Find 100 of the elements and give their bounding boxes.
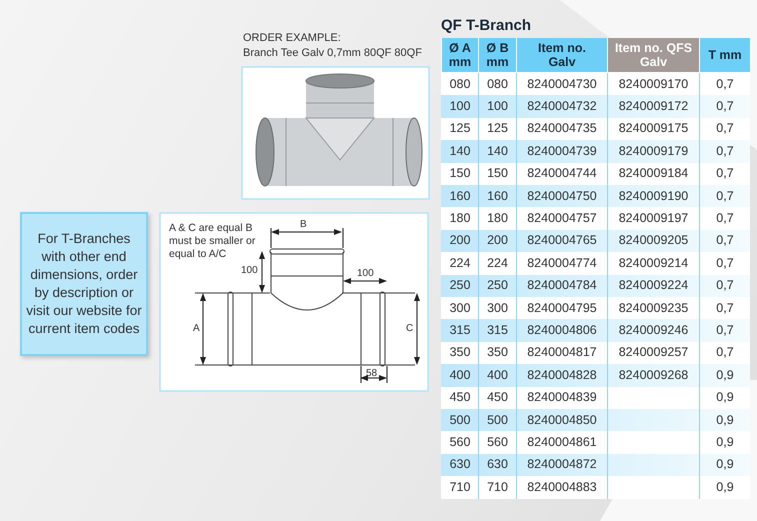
table-cell-text: 450 [486,389,509,406]
table-cell-text: 250 [486,277,509,294]
table-cell-text: 0,7 [715,98,735,116]
table-cell-text: 500 [486,412,509,429]
order-example-heading: ORDER EXAMPLE: [243,32,341,44]
table-cell-text: 0,7 [715,300,735,317]
table-cell-text: 125 [486,120,509,138]
table-cell-text: 315 [486,322,509,340]
table-cell-text: 450 [448,389,472,406]
table-cell-text: 150 [486,165,509,182]
table-cell-text: 160 [448,188,472,205]
table-cell-text: 630 [448,456,472,474]
table-cell-text: 0,7 [715,165,735,182]
dimension-label: C [406,323,414,334]
table-cell-text: 8240004828 [526,366,598,384]
table-cell-text: 8240009205 [618,232,690,250]
table-cell-text: 140 [448,142,472,160]
table-cell-text: 8240004817 [526,344,598,362]
table-cell-text: 350 [486,344,509,362]
table-cell-text: 150 [448,165,472,182]
order-example-text: Branch Tee Galv 0,7mm 80QF 80QF [243,47,422,59]
table-cell-text: 0,7 [715,344,735,362]
table-cell-text: 0,9 [715,412,735,429]
dimension-label: A [193,323,200,334]
table-cell-text: 180 [486,210,509,228]
table-cell-text: 0,7 [715,120,735,138]
table-cell-text: 710 [448,478,472,496]
table-cell-text: 8240004765 [526,232,598,250]
table-cell-text: 315 [448,322,472,340]
table-cell-text: 300 [448,300,472,317]
column-header: Ø B mm [479,38,516,72]
info-box: For T-Branches with other end dimensions, order by description or visit our website for current item codes [20,212,148,356]
table-cell-text: 0,9 [715,389,735,406]
table-cell-text: 8240004806 [526,322,598,340]
table-cell-text: 0,7 [715,188,735,205]
table-cell-text: 125 [448,120,472,138]
table-cell-text: 8240009184 [618,165,690,182]
table-cell-text: 8240009190 [618,188,690,205]
table-cell-text: 0,9 [715,434,735,452]
column-header: Item no. Galv [517,38,607,72]
table-cell-text: 8240009214 [618,254,690,272]
table-cell-text: 8240009224 [618,277,690,294]
table-cell-text: 710 [486,478,509,496]
dimension-label: 58 [366,368,378,379]
table-cell-text: 0,7 [715,142,735,160]
table-cell-text: 0,9 [715,456,735,474]
table-cell-text: 080 [448,76,472,93]
table-cell-text: 180 [448,210,472,228]
table-cell-text: 8240004872 [526,456,598,474]
table-cell-text: 8240004839 [526,389,598,406]
table-cell-text: 500 [448,412,472,429]
table-cell-text: 8240004739 [526,142,598,160]
table-cell-text: 8240004750 [526,188,598,205]
dimension-label: B [300,219,307,230]
table-cell-text: 8240004784 [526,277,598,294]
table-cell-text: 080 [486,76,509,93]
drawing-note: A & C are equal B must be smaller or equal to A/C [169,222,256,261]
table-cell-text: 8240009179 [618,142,690,160]
table-cell-text: 8240004757 [526,210,598,228]
table-cell-text: 0,7 [715,210,735,228]
column-header: Ø A mm [442,38,478,72]
table-cell-text: 0,9 [715,478,735,496]
dimension-label: 100 [241,265,258,276]
table-cell-text: 560 [448,434,472,452]
table-cell-text: 8240004735 [526,120,598,138]
table-cell-text: 200 [448,232,472,250]
table-cell-text: 100 [448,98,472,116]
table-cell-text: 200 [486,232,509,250]
table-cell-text: 300 [486,300,509,317]
table-cell-text: 0,7 [715,232,735,250]
table-cell-text: 400 [448,366,472,384]
table-cell-text: 0,7 [715,277,735,294]
table-cell-text: 140 [486,142,509,160]
table-cell-text: 250 [448,277,472,294]
table-cell-text: 8240009175 [618,120,690,138]
table-cell-text: 8240004861 [526,434,598,452]
table-cell-text: 8240009170 [618,76,690,93]
table-cell-text: 0,9 [715,366,735,384]
table-cell-text: 0,7 [715,254,735,272]
column-header: T mm [700,38,750,72]
table-cell-text: 8240009197 [618,210,690,228]
table-cell-text: 8240009257 [618,344,690,362]
table-cell-text: 0,7 [715,76,735,93]
table-title: QF T-Branch [441,17,532,34]
table-cell-text: 350 [448,344,472,362]
table-cell-text: 8240009268 [618,366,690,384]
table-cell-text: 8240004730 [526,76,598,93]
table-cell-text: 0,7 [715,322,735,340]
table-cell-text: 8240004732 [526,98,598,116]
table-cell-text: 8240004795 [526,300,598,317]
column-header: Item no. QFS Galv [608,38,699,72]
dimension-label: 100 [357,268,374,279]
table-cell-text: 8240009235 [618,300,690,317]
table-cell-text: 560 [486,434,509,452]
table-cell-text: 224 [448,254,472,272]
table-cell-text: 100 [486,98,509,116]
table-cell-text: 8240009172 [618,98,690,116]
table-cell-text: 8240004774 [526,254,598,272]
table-cell-text: 400 [486,366,509,384]
table-cell-text: 8240009246 [618,322,690,340]
